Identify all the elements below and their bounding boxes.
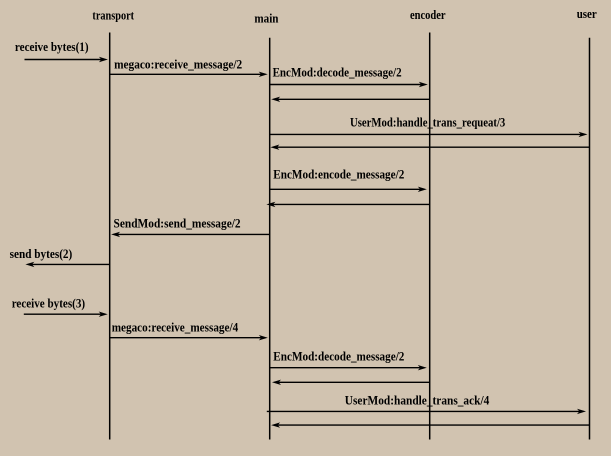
svg-text:UserMod:handle_trans_requeat/3: UserMod:handle_trans_requeat/3	[350, 115, 506, 130]
svg-text:receive bytes(3): receive bytes(3)	[12, 296, 85, 311]
svg-text:EncMod:decode_message/2: EncMod:decode_message/2	[273, 65, 402, 80]
svg-text:megaco:receive_message/4: megaco:receive_message/4	[112, 320, 239, 335]
svg-text:UserMod:handle_trans_ack/4: UserMod:handle_trans_ack/4	[345, 393, 490, 408]
svg-text:EncMod:encode_message/2: EncMod:encode_message/2	[273, 166, 404, 181]
svg-text:encoder: encoder	[410, 7, 446, 22]
svg-text:user: user	[577, 6, 597, 21]
svg-text:megaco:receive_message/2: megaco:receive_message/2	[114, 57, 242, 72]
svg-text:transport: transport	[92, 8, 134, 23]
svg-text:send bytes(2): send bytes(2)	[10, 246, 73, 261]
svg-text:SendMod:send_message/2: SendMod:send_message/2	[114, 216, 241, 231]
svg-text:main: main	[254, 10, 279, 25]
svg-text:EncMod:decode_message/2: EncMod:decode_message/2	[273, 349, 404, 364]
svg-text:receive bytes(1): receive bytes(1)	[15, 39, 89, 54]
